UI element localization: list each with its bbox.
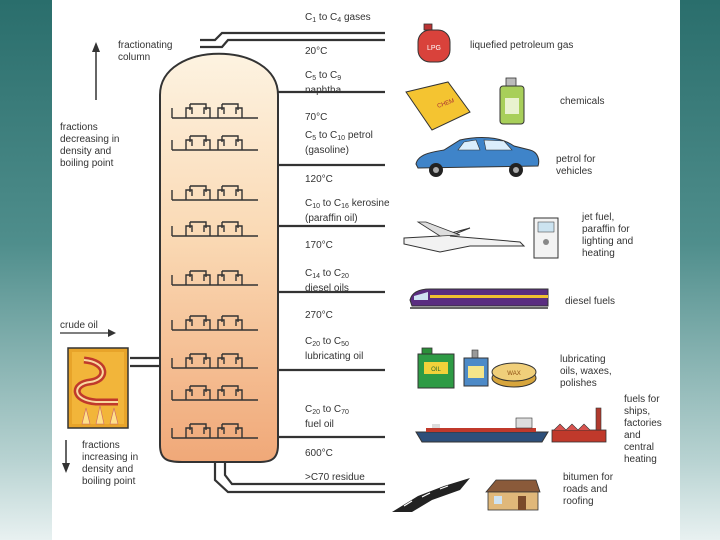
ship-icon	[415, 417, 549, 443]
column-trays	[171, 103, 258, 439]
fraction-name-kerosine: C10 to C16 kerosine(paraffin oil)	[305, 198, 390, 224]
use-label: diesel fuels	[565, 296, 616, 307]
heater-icon	[533, 217, 559, 259]
bottle-icon	[463, 349, 489, 387]
bubble-cap	[217, 221, 243, 236]
temp-label: 270°C	[305, 310, 333, 321]
factory-icon	[551, 407, 607, 443]
temp-label: 120°C	[305, 174, 333, 185]
bubble-cap	[217, 385, 243, 400]
car-icon	[415, 137, 540, 177]
bubble-cap	[185, 221, 211, 236]
polish-tin-label: WAX	[507, 371, 520, 377]
house-icon	[485, 479, 541, 511]
chem-box-label: CHEM	[437, 98, 456, 110]
decreasing-label: fractions decreasing in density and boil…	[60, 122, 120, 169]
use-label: jet fuel, paraffin for lighting and heat…	[582, 212, 634, 259]
bubble-cap	[185, 353, 211, 368]
bubble-cap	[217, 135, 243, 150]
jet-icon	[403, 221, 526, 253]
bubble-cap	[217, 315, 243, 330]
down-arrow-icon	[62, 440, 70, 473]
temp-label: 600°C	[305, 448, 333, 459]
use-label: chemicals	[560, 96, 605, 107]
bubble-cap	[185, 270, 211, 285]
fractionating-column	[159, 52, 279, 463]
bubble-cap	[185, 315, 211, 330]
road-icon	[392, 478, 470, 512]
bubble-cap	[217, 423, 243, 438]
train-icon	[409, 288, 549, 309]
use-label: fuels for ships, factories and central h…	[624, 394, 662, 465]
crude-oil-label: crude oil	[60, 320, 98, 331]
chemicals-icon: CHEM	[405, 77, 525, 131]
bubble-cap	[217, 353, 243, 368]
bubble-cap	[217, 103, 243, 118]
column-title-label: fractionating column	[118, 40, 173, 63]
cylinder-label: LPG	[427, 45, 441, 52]
increasing-label: fractions increasing in density and boil…	[82, 440, 139, 487]
fraction-name-residue: >C70 residue	[305, 472, 365, 483]
bubble-cap	[185, 423, 211, 438]
bubble-cap	[185, 385, 211, 400]
fraction-name-petrol: C5 to C10 petrol(gasoline)	[305, 130, 373, 156]
furnace-icon	[67, 347, 129, 429]
crude-oil-arrow-icon	[60, 329, 116, 337]
temp-label: 70°C	[305, 112, 328, 123]
temp-label: 20°C	[305, 46, 328, 57]
bubble-cap	[217, 185, 243, 200]
fraction-name-gases: C1 to C4 gases	[305, 12, 371, 24]
bubble-cap	[217, 270, 243, 285]
slide-canvas	[52, 0, 680, 540]
temp-label: 170°C	[305, 240, 333, 251]
oil-can-icon: OIL	[417, 347, 455, 389]
use-label: petrol for vehicles	[556, 154, 596, 177]
bubble-cap	[185, 103, 211, 118]
oil-can-label: OIL	[431, 367, 441, 373]
gas-cylinder-icon: LPG	[417, 23, 451, 63]
bubble-cap	[185, 185, 211, 200]
polish-tin-icon: WAX	[491, 362, 537, 388]
up-arrow-icon	[92, 42, 100, 100]
use-label: liquefied petroleum gas	[470, 40, 574, 51]
use-label: bitumen for roads and roofing	[563, 472, 614, 507]
use-label: lubricating oils, waxes, polishes	[560, 354, 612, 389]
bubble-cap	[185, 135, 211, 150]
